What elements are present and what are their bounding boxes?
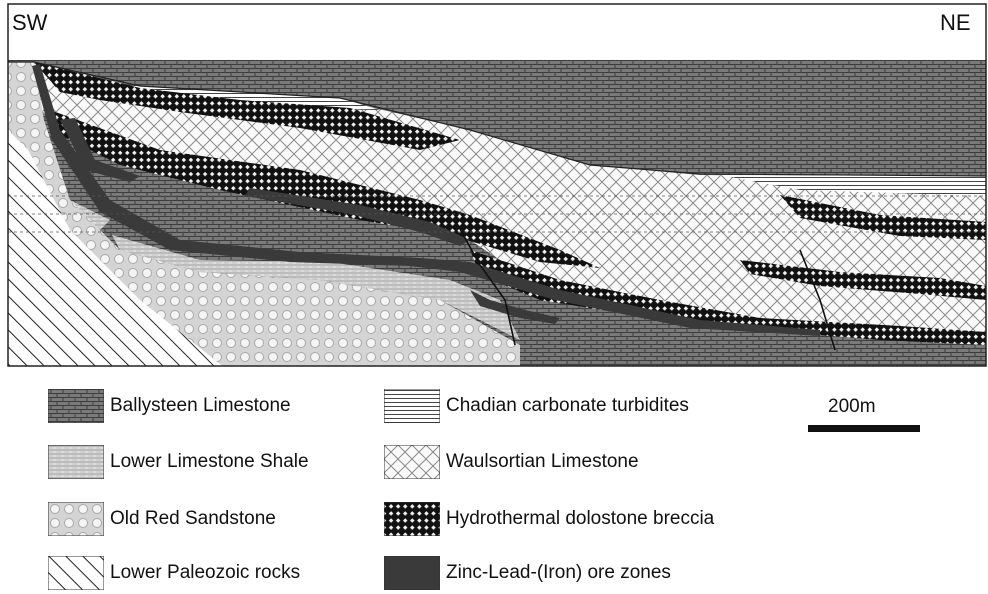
legend-lower-limestone-shale: Lower Limestone Shale <box>48 445 309 479</box>
legend-label: Lower Limestone Shale <box>110 451 309 473</box>
legend-label: Zinc-Lead-(Iron) ore zones <box>446 562 671 584</box>
legend-label: Lower Paleozoic rocks <box>110 562 300 584</box>
legend-waulsortian: Waulsortian Limestone <box>384 445 639 479</box>
legend-hydrothermal: Hydrothermal dolostone breccia <box>384 502 714 536</box>
legend-old-red-sandstone: Old Red Sandstone <box>48 502 276 536</box>
waulsortian-swatch <box>384 445 440 479</box>
legend-label: Ballysteen Limestone <box>110 395 291 417</box>
label-sw: SW <box>12 10 48 35</box>
lower-limestone-shale-swatch <box>48 445 104 479</box>
legend-ore-zones: Zinc-Lead-(Iron) ore zones <box>384 556 671 590</box>
legend-chadian: Chadian carbonate turbidites <box>384 389 689 423</box>
lower-paleozoic-swatch <box>48 556 104 590</box>
hydrothermal-swatch <box>384 502 440 536</box>
chadian-swatch <box>384 389 440 423</box>
legend-label: Waulsortian Limestone <box>446 451 639 473</box>
legend-ballysteen: Ballysteen Limestone <box>48 389 291 423</box>
scale-bar <box>808 425 920 432</box>
legend-label: Chadian carbonate turbidites <box>446 395 689 417</box>
cross-section: SW NE <box>0 0 988 372</box>
ballysteen-swatch <box>48 389 104 423</box>
label-ne: NE <box>940 10 971 35</box>
legend-label: Hydrothermal dolostone breccia <box>446 508 714 530</box>
old-red-sandstone-swatch <box>48 502 104 536</box>
legend-label: Old Red Sandstone <box>110 508 276 530</box>
scale-label: 200m <box>828 396 876 418</box>
ore-zones-swatch <box>384 556 440 590</box>
legend-lower-paleozoic: Lower Paleozoic rocks <box>48 556 300 590</box>
